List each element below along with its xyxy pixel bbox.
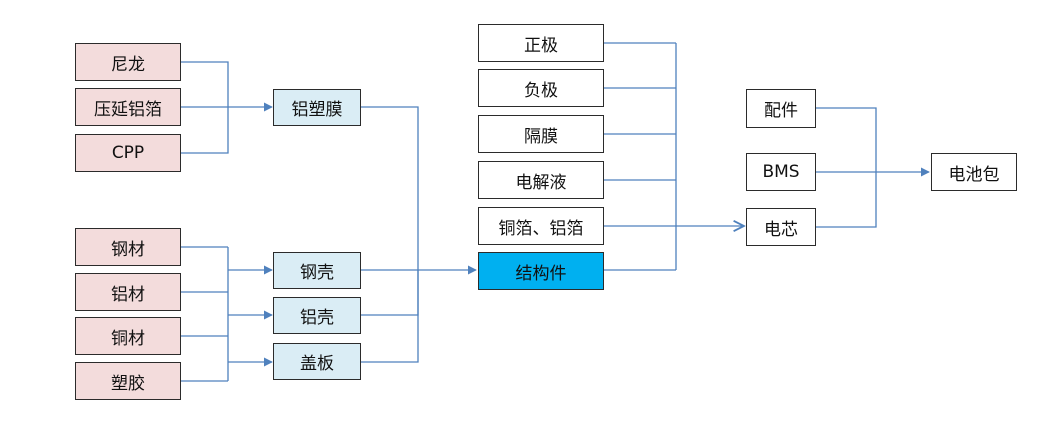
node-electrolyte: 电解液 bbox=[478, 161, 604, 199]
node-foil: 铜箔、铝箔 bbox=[478, 207, 604, 245]
node-al-case: 铝壳 bbox=[273, 297, 361, 334]
node-aluminum-foil: 压延铝箔 bbox=[75, 88, 181, 126]
connector-al-plastic-film bbox=[360, 106, 419, 270]
node-aluminum: 铝材 bbox=[75, 273, 181, 311]
node-cell: 电芯 bbox=[746, 208, 816, 246]
node-plastic: 塑胶 bbox=[75, 362, 181, 400]
node-cpp: CPP bbox=[75, 134, 181, 172]
node-accessories: 配件 bbox=[746, 89, 816, 128]
node-copper: 铜材 bbox=[75, 317, 181, 355]
connector-cpp bbox=[180, 107, 229, 154]
node-al-plastic-film: 铝塑膜 bbox=[273, 89, 361, 126]
node-structural-parts: 结构件 bbox=[478, 252, 604, 290]
connector-cover-plate-out bbox=[360, 270, 419, 363]
connector-al-case-out bbox=[360, 270, 419, 316]
node-battery-pack: 电池包 bbox=[931, 153, 1017, 191]
node-steel: 钢材 bbox=[75, 228, 181, 266]
node-cover-plate: 盖板 bbox=[273, 343, 361, 380]
connector-cell bbox=[815, 171, 877, 228]
node-steel-case: 钢壳 bbox=[273, 252, 361, 289]
node-bms: BMS bbox=[746, 153, 816, 191]
node-cathode: 正极 bbox=[478, 24, 604, 62]
connector-accessories bbox=[815, 107, 877, 171]
connector-nylon bbox=[180, 61, 229, 107]
node-separator: 隔膜 bbox=[478, 115, 604, 153]
node-anode: 负极 bbox=[478, 69, 604, 107]
node-nylon: 尼龙 bbox=[75, 43, 181, 81]
